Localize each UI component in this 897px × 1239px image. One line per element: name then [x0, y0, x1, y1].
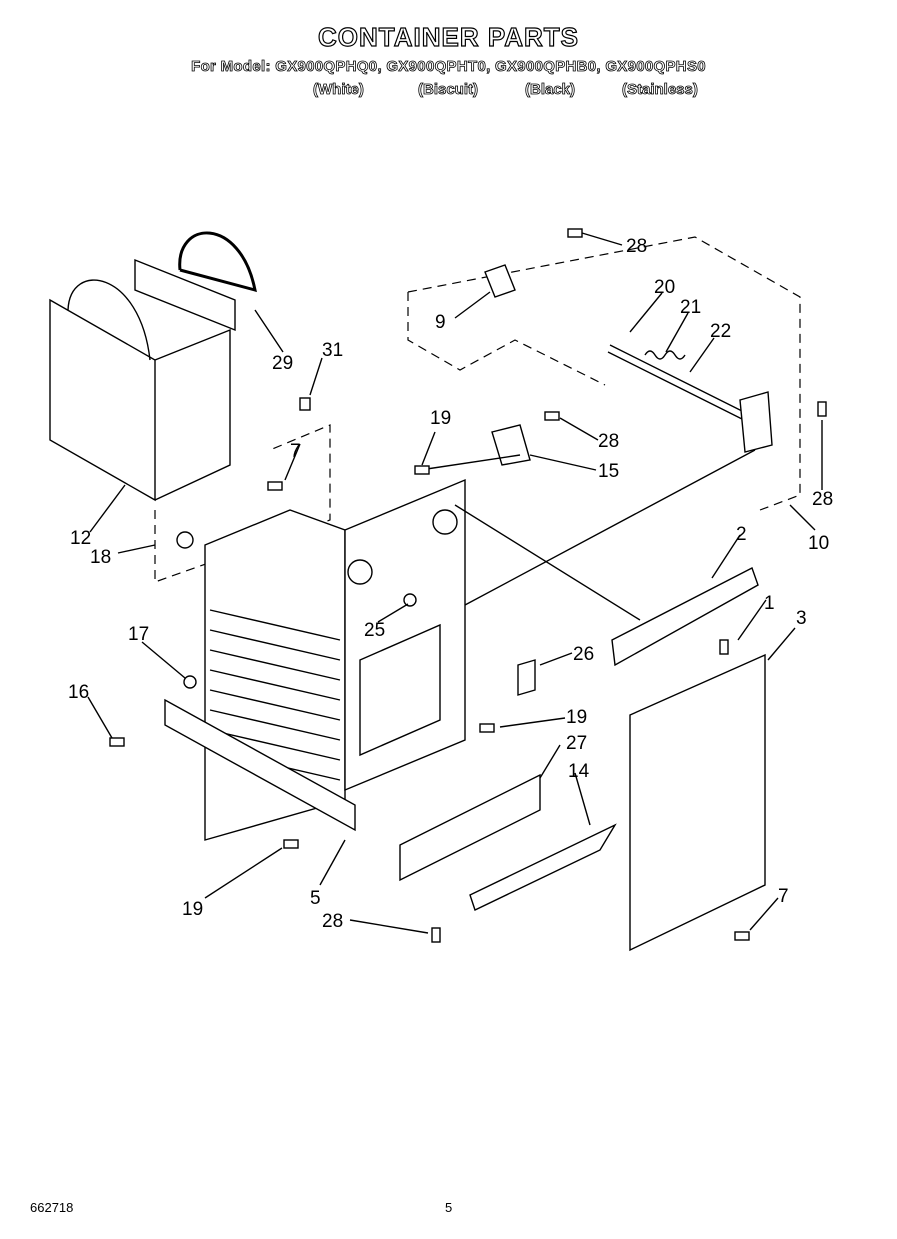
callout: 21: [680, 297, 701, 318]
bag-liner: [134, 258, 236, 332]
screw-icon: [109, 228, 827, 943]
bag-handle: [67, 279, 151, 361]
drawer-handle: [611, 567, 759, 667]
callout: 28: [322, 911, 343, 932]
guide-bracket: [517, 659, 536, 696]
callout: 9: [435, 312, 446, 333]
callout: 25: [364, 620, 385, 641]
pedal-bracket: [399, 773, 541, 882]
callout: 20: [654, 277, 675, 298]
callout: 12: [70, 528, 91, 549]
latch-plate: [739, 391, 773, 453]
callout: 28: [626, 236, 647, 257]
leader-lines: [87, 232, 823, 934]
pedal-handle: [469, 823, 617, 911]
liner-group-outline: [154, 424, 331, 583]
hinge-bracket: [491, 424, 531, 466]
callout: 18: [90, 547, 111, 568]
latch-group-outline: [407, 236, 801, 511]
page-title: CONTAINER PARTS: [317, 21, 580, 52]
color-white: (White): [313, 81, 365, 99]
callout: 7: [290, 441, 301, 462]
latch-rod: [607, 344, 751, 423]
page-number: 5: [445, 1200, 453, 1215]
liner-ring: [178, 231, 257, 293]
spring-icon: [644, 350, 686, 360]
callout: 19: [182, 899, 203, 920]
callout: 14: [568, 761, 590, 782]
color-black: (Black): [525, 81, 576, 99]
callout: 28: [812, 489, 833, 510]
model-list: For Model: GX900QPHQ0, GX900QPHT0, GX900…: [191, 58, 706, 76]
callout: 28: [598, 431, 619, 452]
callout: 19: [566, 707, 587, 728]
callout: 26: [573, 644, 594, 665]
callout: 16: [68, 682, 89, 703]
doc-number: 662718: [30, 1200, 74, 1215]
callout: 3: [796, 608, 807, 629]
trash-bag: [49, 298, 231, 502]
base-rail: [164, 698, 356, 832]
assembly-line: [419, 449, 756, 621]
container-ribs: [209, 609, 341, 781]
color-stainless: (Stainless): [622, 81, 699, 99]
front-panel: [629, 653, 766, 952]
callout: 5: [310, 888, 321, 909]
color-biscuit: (Biscuit): [418, 81, 479, 99]
callout: 19: [430, 408, 451, 429]
bumper: [347, 559, 373, 585]
side-window: [359, 623, 441, 757]
callout: 7: [778, 886, 789, 907]
callout: 29: [272, 353, 293, 374]
latch-bracket: [484, 264, 516, 298]
callout: 1: [764, 593, 775, 614]
callout: 17: [128, 624, 149, 645]
callout: 22: [710, 321, 731, 342]
callout: 31: [322, 340, 343, 361]
callout: 27: [566, 733, 587, 754]
callout: 2: [736, 524, 747, 545]
callout: 10: [808, 533, 829, 554]
bumper: [432, 509, 458, 535]
callout: 15: [598, 461, 619, 482]
